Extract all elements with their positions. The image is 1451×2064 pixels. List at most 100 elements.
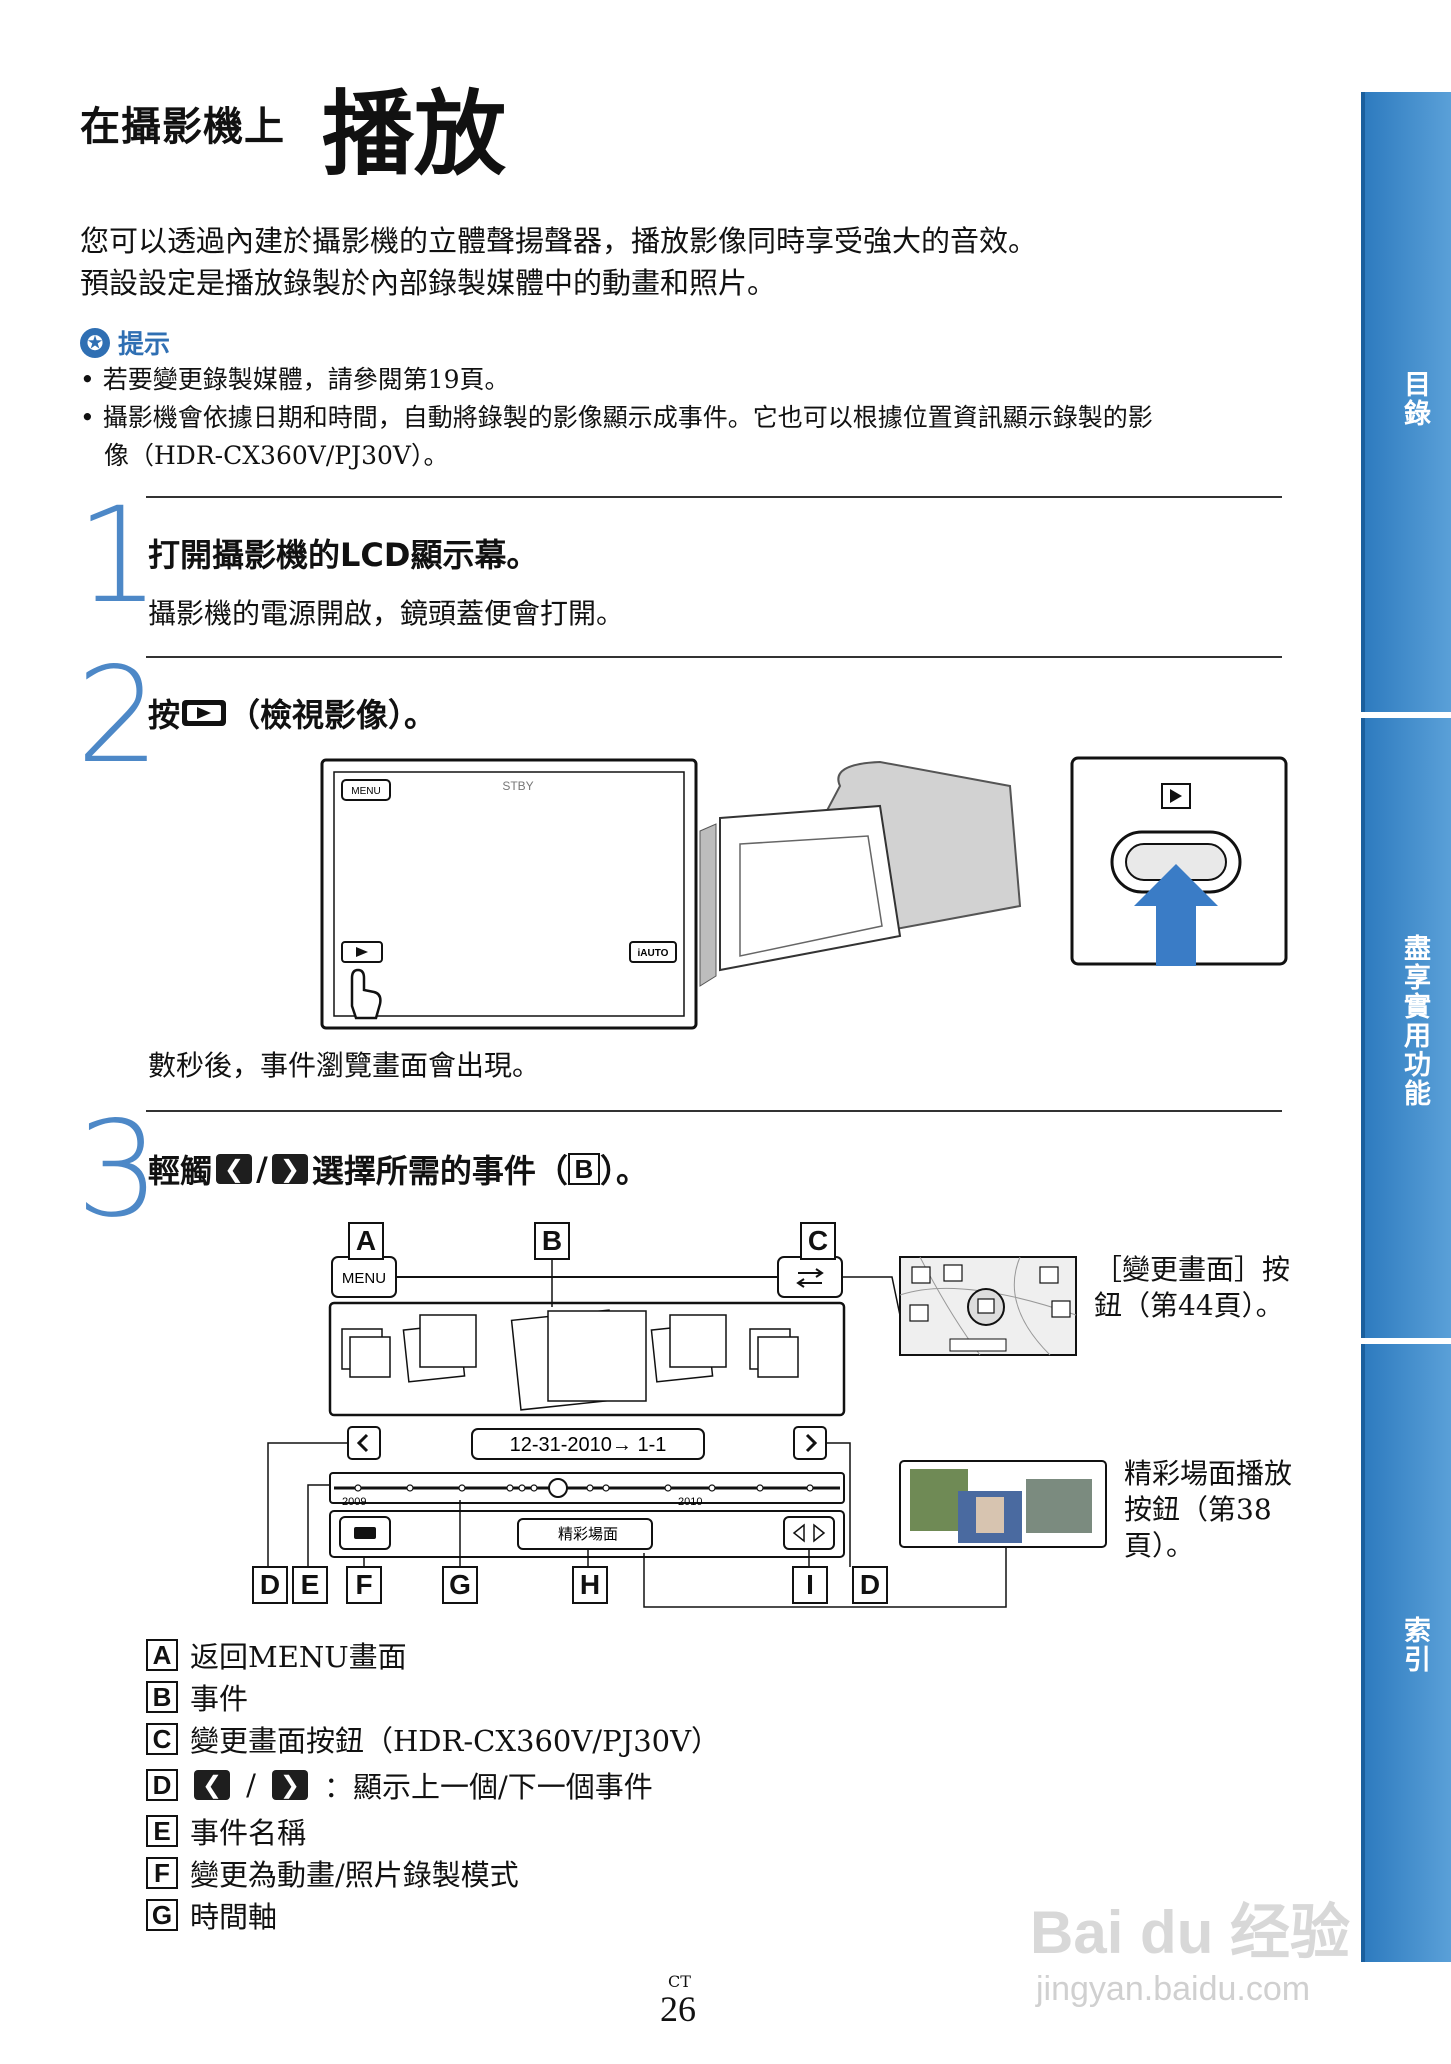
page-number: 26 [660,1989,696,2029]
legend-b: B 事件 [146,1676,248,1718]
legend-g: G 時間軸 [146,1894,277,1936]
step-3-title-box: B [567,1153,600,1185]
legend-next-icon: ❯ [271,1770,308,1800]
change-view-button [777,1256,843,1298]
page-title: 播放 [322,81,507,188]
step-2-desc: 數秒後，事件瀏覽畫面會出現。 [148,1049,541,1082]
step-1-title: 打開攝影機的LCD顯示幕。 [148,536,539,574]
step-2-title-post: （檢視影像）。 [228,696,437,734]
legend-a-key: A [146,1639,178,1671]
tab-useful-functions[interactable]: 盡享實用功能 [1361,718,1451,1338]
step-2-title: 按 （檢視影像）。 [148,690,436,736]
menu-button-label: MENU [342,1270,386,1287]
change-view-icon [796,1268,824,1288]
step-2-divider [146,656,1282,658]
highlight-note: 精彩場面播放按鈕（第38頁）。 [1124,1457,1293,1562]
legend-f-key: F [146,1857,178,1889]
chevron-right-icon [805,1433,818,1453]
legend-d-key: D [146,1769,178,1801]
lcd-stby-label: STBY [502,779,533,793]
finger-tap-icon [350,968,382,1020]
callout-d-left: D [252,1566,288,1604]
chevron-left-icon [356,1433,369,1453]
step-3-title-end: ）。 [599,1152,648,1190]
lcd-menu-label: MENU [351,786,380,797]
callout-e: E [292,1566,328,1604]
step-3-title-pre: 輕觸 [148,1152,213,1190]
legend-c: C 變更畫面按鈕（HDR-CX360V/PJ30V） [146,1718,720,1760]
callout-c: C [800,1222,836,1260]
legend-b-key: B [146,1681,178,1713]
timeline-cursor [548,1478,568,1498]
page-title-prefix: 在攝影機上 [80,104,285,150]
tip-item-2-text: 攝影機會依據日期和時間，自動將錄製的影像顯示成事件。它也可以根據位置資訊顯示錄製… [102,403,1153,432]
step-1-number: 1 [76,479,160,633]
callout-h: H [572,1566,608,1604]
lcd-iauto-label: iAUTO [638,948,669,959]
step-3-title: 輕觸 ❮ / ❯ 選擇所需的事件（ B ）。 [148,1146,648,1192]
legend-g-text: 時間軸 [190,1900,278,1934]
tab-contents[interactable]: 目錄 [1361,92,1451,712]
legend-d: D❮/❯：顯示上一個/下一個事件 [146,1764,653,1806]
camera-mode-icon [354,1527,376,1539]
step-2-title-pre: 按 [148,696,181,734]
callout-g: G [442,1566,478,1604]
highlight-playback-button [517,1518,653,1550]
legend-d-text: ：顯示上一個/下一個事件 [324,1770,653,1804]
lightbulb-icon: ✪ [80,327,110,358]
tip-item-2: • 攝影機會依據日期和時間，自動將錄製的影像顯示成事件。它也可以根據位置資訊顯示… [80,403,1153,432]
callout-d-right: D [852,1566,888,1604]
step-1-divider [146,496,1282,498]
next-icon: ❯ [271,1154,308,1184]
scroll-arrows-icon [792,1523,826,1543]
callout-b: B [534,1222,570,1260]
legend-a: A 返回MENU畫面 [146,1634,407,1676]
tab-index-label: 索引 [1399,1616,1430,1674]
tab-contents-label: 目錄 [1399,370,1430,428]
tip-heading: ✪ 提示 [80,324,170,361]
legend-f-text: 變更為動畫/照片錄製模式 [190,1858,519,1892]
step-3-title-sep: / [256,1150,268,1188]
scroll-timeline-button [783,1516,835,1550]
callout-a: A [348,1222,384,1260]
step-2-illustration: MENU STBY iAUTO [320,756,1288,1030]
lcd-screen [333,771,685,1017]
event-name [471,1428,705,1460]
tip-item-2-cont: 像（HDR-CX360V/PJ30V）。 [104,441,449,470]
tip-item-1-text: 若要變更錄製媒體，請參閱第19頁。 [102,365,510,394]
tip-heading-label: 提示 [118,330,171,360]
legend-g-key: G [146,1899,178,1931]
legend-a-text: 返回MENU畫面 [190,1640,407,1674]
legend-e-key: E [146,1815,178,1847]
view-images-icon [182,700,227,726]
event-name-label: 12-31-2010→ 1-1 [510,1434,667,1456]
intro-line-1: 您可以透過內建於攝影機的立體聲揚聲器，播放影像同時享受強大的音效。 [80,224,1038,258]
legend-c-key: C [146,1723,178,1755]
step-2-number: 2 [76,639,160,793]
tab-index[interactable]: 索引 [1361,1344,1451,1962]
callout-f: F [346,1566,382,1604]
previous-icon: ❮ [216,1154,253,1184]
step-3-number: 3 [76,1093,160,1247]
event-view-diagram: MENU 12-31-2010→ 1-1 2009 2010 精彩場面 [267,1240,1107,1608]
intro-line-2: 預設設定是播放錄製於內部錄製媒體中的動畫和照片。 [80,266,777,300]
change-view-note: ［變更畫面］按鈕（第44頁）。 [1094,1253,1291,1322]
legend-f: F 變更為動畫/照片錄製模式 [146,1852,519,1894]
legend-previous-icon: ❮ [194,1770,231,1800]
highlight-photo-3 [1026,1479,1092,1533]
watermark-brand: Bai du 经验 [1030,1899,1351,1966]
highlight-playback-label: 精彩場面 [558,1525,618,1543]
footer-lang: CT [668,1972,691,1991]
next-event-button [793,1426,827,1460]
tab-useful-functions-label: 盡享實用功能 [1399,934,1430,1108]
step-3-divider [146,1110,1282,1112]
tip-item-1: • 若要變更錄製媒體，請參閱第19頁。 [80,365,510,394]
press-arrow-icon [1134,864,1218,966]
lcd-iauto-button [629,941,677,963]
legend-c-text: 變更畫面按鈕（HDR-CX360V/PJ30V） [190,1724,721,1758]
step-1-desc: 攝影機的電源開啟，鏡頭蓋便會打開。 [148,597,625,630]
legend-b-text: 事件 [190,1682,249,1716]
timeline-year-right: 2010 [678,1496,702,1508]
lcd-menu-button [341,779,391,801]
